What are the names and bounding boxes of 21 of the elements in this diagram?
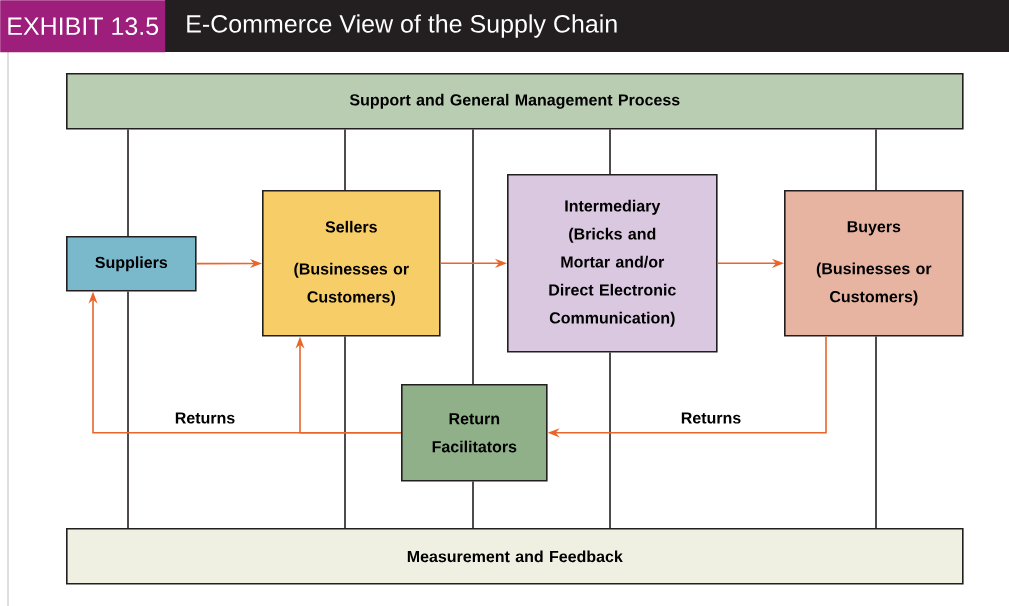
line: [609, 351, 611, 529]
line: [472, 480, 474, 529]
line: [344, 335, 346, 529]
process-box: Suppliers: [66, 236, 197, 292]
line: [875, 335, 877, 529]
process-band: Measurement and Feedback: [66, 528, 964, 585]
line: [609, 128, 611, 175]
process-box: Buyers (Businesses or Customers): [784, 190, 964, 337]
process-box: Return Facilitators: [401, 384, 548, 482]
line: [344, 128, 346, 191]
process-band: Support and General Management Process: [66, 73, 964, 130]
process-box: Sellers (Businesses or Customers): [262, 190, 441, 337]
line: [127, 128, 129, 237]
line: [875, 128, 877, 191]
line: [472, 128, 474, 385]
title: E-Commerce View of the Supply Chain: [187, 14, 617, 38]
edge-label: Returns: [679, 411, 743, 425]
exhibit-tag: EXHIBIT 13.5: [0, 0, 166, 53]
line: [127, 290, 129, 529]
edge-label: Returns: [173, 411, 237, 425]
process-box: Intermediary (Bricks and Mortar and/or Direct Electronic Communication): [507, 174, 718, 353]
